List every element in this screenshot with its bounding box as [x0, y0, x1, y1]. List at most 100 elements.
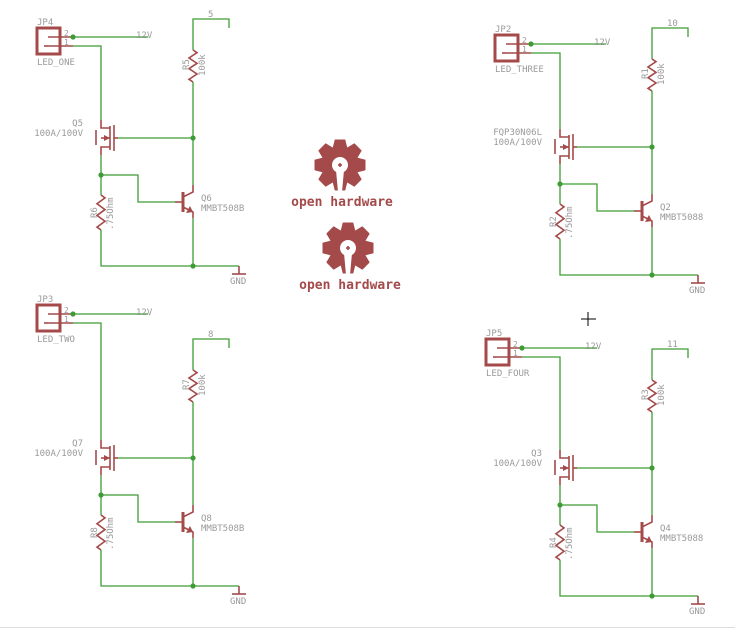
gnd-label: GND [689, 607, 705, 617]
connector-body[interactable] [484, 337, 511, 367]
bjt-value: MMBT508B [201, 204, 244, 214]
open-hardware-logo-1: open hardware [291, 139, 393, 210]
drain-wire[interactable] [73, 45, 102, 120]
connector-body[interactable] [35, 303, 62, 333]
connector-body[interactable] [35, 26, 62, 56]
rail-wire[interactable] [192, 18, 230, 50]
bjt-collector [182, 505, 194, 518]
fet-source [559, 155, 569, 164]
resistor-zigzag [187, 49, 199, 83]
bjt-name: Q2 [660, 203, 671, 213]
connector-name: JP3 [37, 295, 53, 305]
connector-body[interactable] [493, 33, 520, 63]
fet-label: Q7 [72, 439, 83, 449]
connector-value: LED_ONE [37, 58, 75, 68]
bjt-collector [641, 194, 653, 207]
fet-arrow-icon [563, 144, 569, 150]
bjt-value: MMBT5088 [660, 534, 703, 544]
rail-wire[interactable] [651, 27, 689, 59]
connector-name: JP4 [37, 18, 53, 28]
rail-wire[interactable] [192, 338, 230, 370]
pin-number-1: 1 [64, 315, 69, 324]
fet-source [559, 476, 569, 485]
resistor-name: R3 [641, 389, 651, 400]
connector-name: JP2 [495, 25, 511, 35]
base-wire[interactable] [101, 494, 175, 523]
resistor-name: R4 [549, 537, 559, 548]
junction-dot [70, 311, 76, 317]
resistor-value: .75Ohm [565, 206, 575, 239]
supply-label: 12V [585, 342, 602, 352]
drain-wire[interactable] [531, 52, 561, 129]
pin-number-2: 2 [513, 340, 518, 349]
bjt-collector [641, 515, 653, 528]
resistor-name: R6 [90, 207, 100, 218]
logo-text: open hardware [291, 195, 393, 210]
net-label: 5 [208, 10, 213, 20]
gnd-label: GND [230, 597, 246, 607]
junction-dot [528, 41, 534, 47]
supply-label: 12V [136, 308, 153, 318]
pin-number-2: 2 [64, 306, 69, 315]
supply-label: 12V [594, 38, 611, 48]
resistor-zigzag [95, 194, 107, 231]
bjt-name: Q4 [660, 524, 671, 534]
connector-value: LED_THREE [495, 65, 544, 75]
bjt-value: MMBT5088 [660, 213, 703, 223]
base-wire[interactable] [560, 183, 634, 212]
fet-label: 100A/100V [34, 129, 83, 139]
junction-dot [519, 345, 525, 351]
resistor-name: R8 [90, 527, 100, 538]
resistor-zigzag [646, 379, 658, 413]
drain-wire[interactable] [73, 322, 102, 440]
connector-name: JP5 [486, 329, 502, 339]
supply-label: 12V [136, 31, 153, 41]
gear-slot [336, 170, 344, 192]
net-label: 8 [208, 330, 213, 340]
gnd-label: GND [689, 286, 705, 296]
resistor-value: 100k [657, 63, 667, 85]
resistor-value: .75Ohm [106, 197, 116, 230]
resistor-zigzag [554, 203, 566, 240]
fet-arrow-icon [104, 455, 110, 461]
fet-label: FQP30N06L [493, 128, 542, 138]
ground-wire[interactable] [559, 560, 698, 597]
fet-drain [100, 440, 110, 449]
bjt-collector [182, 185, 194, 198]
ground-wire[interactable] [559, 239, 698, 276]
open-hardware-logo-2: open hardware [299, 222, 401, 293]
fet-drain [559, 450, 569, 459]
resistor-name: R5 [182, 59, 192, 70]
connector-value: LED_TWO [37, 335, 75, 345]
resistor-zigzag [187, 369, 199, 403]
resistor-name: R2 [549, 216, 559, 227]
resistor-name: R7 [182, 379, 192, 390]
pin-number-1: 1 [513, 349, 518, 358]
bjt-arrow-icon [186, 206, 193, 213]
gnd-label: GND [230, 277, 246, 287]
ground-wire[interactable] [100, 550, 239, 587]
net-label: 11 [667, 340, 678, 350]
fet-label: Q5 [72, 119, 83, 129]
rail-wire[interactable] [651, 348, 689, 380]
fet-label: Q3 [531, 449, 542, 459]
drain-wire[interactable] [522, 356, 561, 450]
junction-dot [70, 34, 76, 40]
base-wire[interactable] [101, 174, 175, 203]
crosshair-cursor-icon [581, 312, 596, 326]
bjt-arrow-icon [645, 536, 652, 543]
resistor-name: R1 [641, 68, 651, 79]
resistor-value: 100k [657, 384, 667, 406]
bjt-arrow-icon [645, 215, 652, 222]
base-wire[interactable] [560, 504, 634, 533]
ground-wire[interactable] [100, 230, 239, 267]
pin-number-2: 2 [522, 36, 527, 45]
resistor-value: .75Ohm [565, 527, 575, 560]
